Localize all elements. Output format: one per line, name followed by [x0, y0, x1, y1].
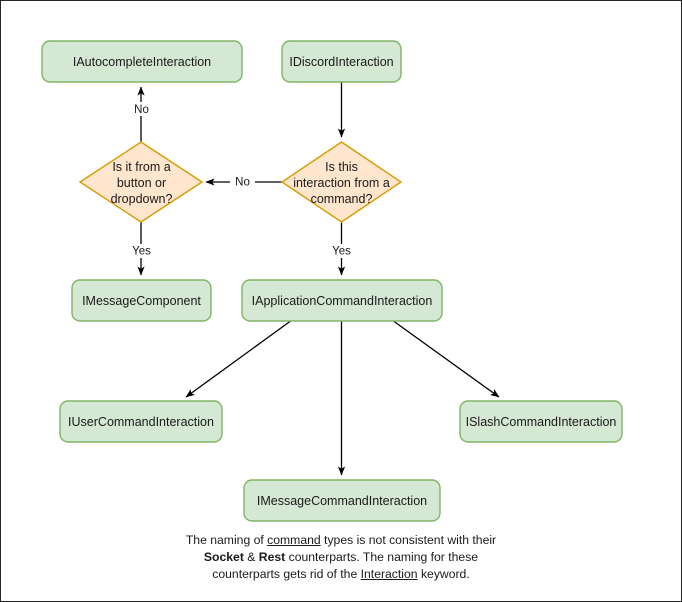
node-question-interaction-from-command[interactable]: Is this interaction from a command? [280, 141, 403, 223]
caption-text-5: counterparts gets rid of the [212, 567, 361, 581]
node-label-discord-interaction: IDiscordInteraction [289, 55, 393, 69]
edge-question-command-to-question-button: No [205, 175, 282, 189]
caption-line-2: Socket & Rest counterparts. The naming f… [1, 549, 681, 566]
edge-label-yes-right: Yes [332, 246, 351, 258]
caption-underline-command: command [267, 533, 321, 547]
caption-text-2: types is not consistent with their [320, 533, 497, 547]
caption-line-3: counterparts gets rid of the Interaction… [1, 566, 681, 583]
node-question-button-or-dropdown[interactable]: Is it from a button or dropdown? [78, 141, 204, 223]
node-label-question-command-line1: Is this [325, 160, 358, 174]
node-label-application-command-interaction: IApplicationCommandInteraction [252, 294, 433, 308]
node-label-question-button-line1: Is it from a [112, 160, 170, 174]
caption-text-4: counterparts. The naming for these [285, 550, 479, 564]
node-user-command-interaction[interactable]: IUserCommandInteraction [59, 400, 223, 443]
footnote-caption: The naming of command types is not consi… [1, 532, 681, 583]
edge-app-command-to-user-command [185, 319, 293, 398]
caption-bold-rest: Rest [258, 550, 286, 564]
node-label-question-command-line3: command? [311, 192, 373, 206]
edge-app-command-to-slash-command [391, 319, 500, 398]
caption-underline-interaction: Interaction [360, 567, 418, 581]
node-discord-interaction[interactable]: IDiscordInteraction [281, 40, 402, 83]
node-message-component[interactable]: IMessageComponent [71, 279, 212, 322]
node-label-user-command-interaction: IUserCommandInteraction [68, 415, 214, 429]
node-autocomplete-interaction[interactable]: IAutocompleteInteraction [41, 40, 243, 83]
caption-text-1: The naming of [185, 533, 268, 547]
node-label-autocomplete-interaction: IAutocompleteInteraction [73, 55, 211, 69]
node-slash-command-interaction[interactable]: ISlashCommandInteraction [459, 400, 623, 443]
node-label-slash-command-interaction: ISlashCommandInteraction [466, 415, 617, 429]
edge-label-no-up: No [134, 104, 149, 116]
node-message-command-interaction[interactable]: IMessageCommandInteraction [243, 479, 441, 522]
edge-label-no-left: No [235, 177, 250, 189]
node-application-command-interaction[interactable]: IApplicationCommandInteraction [241, 279, 443, 322]
caption-line-1: The naming of command types is not consi… [1, 532, 681, 549]
edge-question-button-to-message-component: Yes [128, 222, 155, 276]
node-label-question-button-line3: dropdown? [111, 192, 173, 206]
node-label-message-command-interaction: IMessageCommandInteraction [257, 494, 427, 508]
node-label-question-button-line2: button or [117, 176, 166, 190]
node-label-message-component: IMessageComponent [82, 294, 201, 308]
caption-bold-socket: Socket [203, 550, 244, 564]
edge-question-button-to-autocomplete: No [129, 86, 154, 142]
edge-label-yes-left: Yes [132, 246, 151, 258]
caption-text-3: & [243, 550, 259, 564]
caption-text-6: keyword. [417, 567, 470, 581]
node-label-question-command-line2: interaction from a [293, 176, 390, 190]
edge-question-command-to-app-command: Yes [328, 222, 355, 276]
